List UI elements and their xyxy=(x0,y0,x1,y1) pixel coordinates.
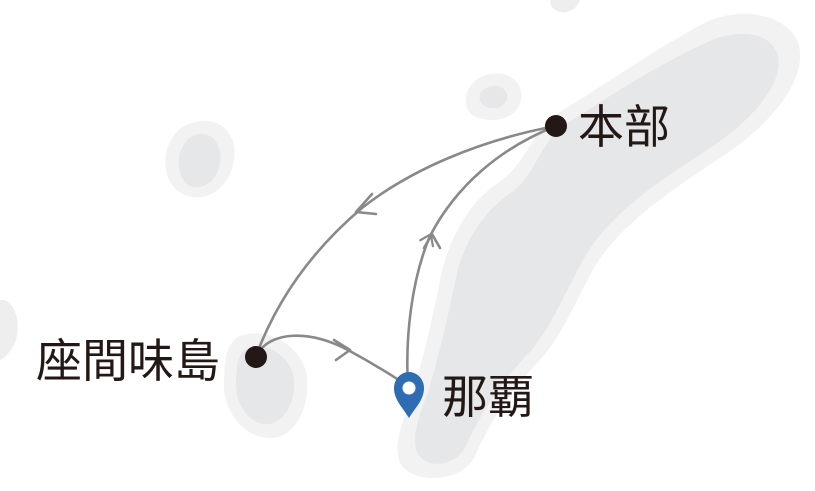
edge-fragments xyxy=(0,0,580,360)
place-label-naha: 那覇 xyxy=(442,370,534,424)
chevron-left-icon xyxy=(354,192,378,216)
chevron-right-icon xyxy=(332,338,352,362)
route-motobu-to-zamami xyxy=(254,124,558,358)
place-label-zamami: 座間味島 xyxy=(36,334,220,388)
route-arrows xyxy=(332,192,442,362)
islet-north xyxy=(465,73,522,120)
zamami-island xyxy=(224,333,308,439)
okinawa-main-island xyxy=(397,13,801,479)
map-pin-icon xyxy=(394,372,424,418)
place-label-motobu: 本部 xyxy=(578,100,670,154)
island-land xyxy=(415,33,779,464)
islet-west xyxy=(165,120,235,198)
location-dot-icon xyxy=(245,346,267,368)
chevron-up-icon xyxy=(422,232,442,250)
location-dot-icon xyxy=(545,115,567,137)
